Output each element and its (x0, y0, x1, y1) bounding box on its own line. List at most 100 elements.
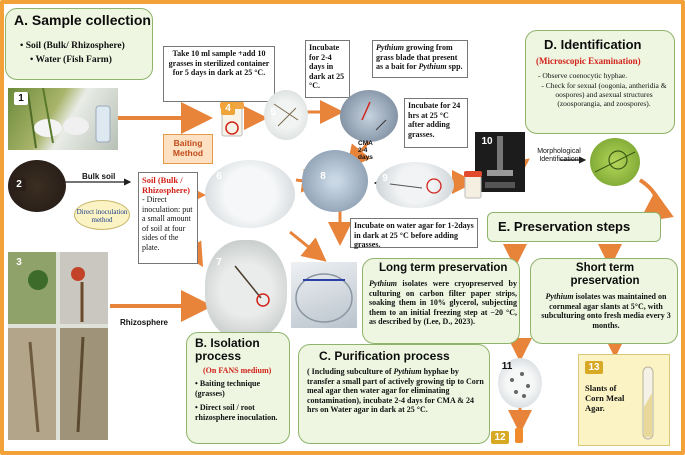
rhizosphere-label: Rhizosphere (120, 318, 169, 327)
long-term-body: Pythium isolates were cryopreserved by c… (369, 279, 517, 327)
baiting-note-text: Take 10 ml sample +add 10 grasses in ste… (168, 49, 270, 77)
pythium-note-genus-2: Pythium (418, 62, 447, 71)
sample-collection-title: A. Sample collection (14, 12, 151, 28)
purification-body: ( Including subculture of Pythium hyphae… (307, 367, 485, 415)
morph-identification-label: Morphological Identification (537, 148, 581, 163)
photo-11-plate (498, 358, 542, 408)
panel-preservation-title: E. Preservation steps (487, 212, 661, 242)
photo-grass-bait-plate (340, 90, 398, 142)
photo-microscopic-view (590, 138, 640, 186)
labelled-plate-illustration (295, 273, 353, 323)
identification-line-2: - Check for sexual (oogonia, antheridia … (541, 81, 667, 108)
incubate-water-agar-note: Incubate on water agar for 1-2days in da… (350, 218, 478, 249)
tag-13: 13 (585, 361, 603, 374)
panel-slants: 13 Slants of Corn Meal Agar. (578, 354, 670, 446)
isolation-bullet-2: • Direct soil / root rhizosphere inocula… (195, 403, 278, 422)
photo-10-microscope (475, 132, 525, 192)
tag-9: 9 (382, 173, 388, 184)
tag-8: 8 (320, 171, 326, 182)
slant-tube-illustration (642, 366, 654, 440)
purification-body-b: hyphae by transfer a small part of activ… (307, 367, 484, 415)
tag-11: 11 (501, 361, 513, 372)
incubate-water-agar-text: Incubate on water agar for 1-2days in da… (354, 221, 474, 249)
identification-title: D. Identification (544, 37, 642, 52)
bulk-soil-label: Bulk soil (82, 172, 116, 181)
soil-inoc-illustration (234, 265, 270, 307)
purification-body-a: ( Including subculture of (307, 367, 394, 376)
preservation-title: E. Preservation steps (498, 219, 631, 234)
isolation-bullet-1-text: Baiting technique (grasses) (195, 379, 261, 398)
tag-7: 7 (216, 257, 222, 268)
grass-bait-illustration (361, 101, 387, 131)
wa-plate-illustration (389, 178, 442, 194)
isolation-title: B. Isolation process (195, 336, 260, 363)
pythium-note: Pythium growing from grass blade that pr… (372, 40, 468, 78)
baiting-method-badge: Baiting Method (163, 134, 213, 164)
soil-direct-note: Soil (Bulk / Rhizosphere) - Direct inocu… (138, 172, 198, 264)
isolation-bullet-2-text: Direct soil / root rhizosphere inoculati… (195, 403, 278, 422)
identification-subtitle: (Microscopic Examination) (536, 56, 641, 66)
incubate-24-note: Incubate for 24 hrs at 25 °C after addin… (404, 98, 468, 148)
microscope-illustration (485, 136, 515, 188)
tag-2: 2 (12, 178, 26, 191)
tag-12: 12 (491, 431, 509, 444)
soil-note-title: Soil (Bulk / Rhizosphere) (142, 175, 191, 195)
sample-bullet-water: • Water (Fish Farm) (30, 55, 112, 65)
panel-purification: C. Purification process ( Including subc… (298, 344, 490, 444)
sample-bullet-water-text: Water (Fish Farm) (35, 55, 112, 65)
long-term-body-text: isolates were cryopreserved by culturing… (369, 279, 517, 327)
short-term-body: Pythium isolates was maintained on cornm… (537, 292, 675, 330)
panel-sample-collection: A. Sample collection • Soil (Bulk/ Rhizo… (5, 8, 153, 80)
photo-9-plate (376, 162, 454, 208)
identification-line-1: - Observe coenocytic hyphae. (538, 71, 628, 80)
direct-method-badge: Direct inoculation method (74, 200, 130, 230)
photo-8-plate (302, 150, 368, 212)
photo-3-plant-roots (8, 252, 108, 440)
isolation-bullet-1: • Baiting technique (grasses) (195, 379, 261, 398)
short-term-genus: Pythium (545, 292, 574, 301)
photo-labelled-plate (291, 262, 357, 328)
arrow-to-plate (289, 230, 327, 262)
field-sampling-illustration (27, 88, 111, 149)
purification-title: C. Purification process (319, 349, 450, 363)
long-term-genus: Pythium (369, 279, 398, 288)
cma-label: CMA 2-4 days (358, 140, 373, 161)
plant-roots-illustration (8, 252, 108, 440)
incubate-24-text: Incubate for 24 hrs at 25 °C after addin… (408, 101, 461, 139)
photo-5-bait-plate (264, 90, 308, 140)
purification-genus: Pythium (393, 367, 422, 376)
tag-10: 10 (481, 136, 493, 147)
pythium-note-genus: Pythium (376, 43, 405, 52)
pythium-note-end: spp. (446, 62, 463, 71)
bait-plate-illustration (273, 103, 299, 127)
panel-identification: D. Identification (Microscopic Examinati… (525, 30, 675, 134)
micro-view-illustration (594, 150, 636, 173)
slants-label: Slants of Corn Meal Agar. (585, 383, 625, 413)
photo-bottle (462, 168, 484, 200)
panel-isolation: B. Isolation process (On FANS medium) • … (186, 332, 290, 444)
photo-12-tube (512, 426, 526, 444)
colonies-illustration (510, 372, 530, 398)
pythium-note-body: growing from grass blade that present as… (376, 43, 458, 71)
direct-method-text: Direct inoculation method (76, 208, 128, 224)
isolation-subtitle: (On FANS medium) (203, 366, 272, 375)
photo-7-plate (205, 240, 287, 340)
soil-note-body: - Direct inoculation: put a small amount… (142, 195, 193, 252)
bottle-illustration (464, 171, 482, 199)
short-term-title: Short term preservation (570, 262, 640, 287)
tag-3: 3 (12, 256, 26, 269)
sample-bullet-soil: • Soil (Bulk/ Rhizosphere) (20, 41, 125, 51)
baiting-method-text: Baiting Method (172, 138, 204, 158)
tag-4: 4 (221, 102, 235, 115)
short-term-body-text: isolates was maintained on cornmeal agar… (541, 292, 671, 330)
long-term-title: Long term preservation (379, 262, 508, 274)
incubate-2-4-text: Incubate for 2-4 days in dark at 25 °C. (309, 43, 345, 90)
panel-long-term: Long term preservation Pythium isolates … (362, 258, 520, 344)
baiting-note: Take 10 ml sample +add 10 grasses in ste… (163, 46, 275, 102)
tag-6: 6 (216, 171, 222, 182)
tag-5: 5 (270, 107, 276, 118)
photo-6-plate (205, 160, 295, 228)
incubate-2-4-note: Incubate for 2-4 days in dark at 25 °C. (305, 40, 350, 98)
tag-1: 1 (14, 92, 28, 105)
